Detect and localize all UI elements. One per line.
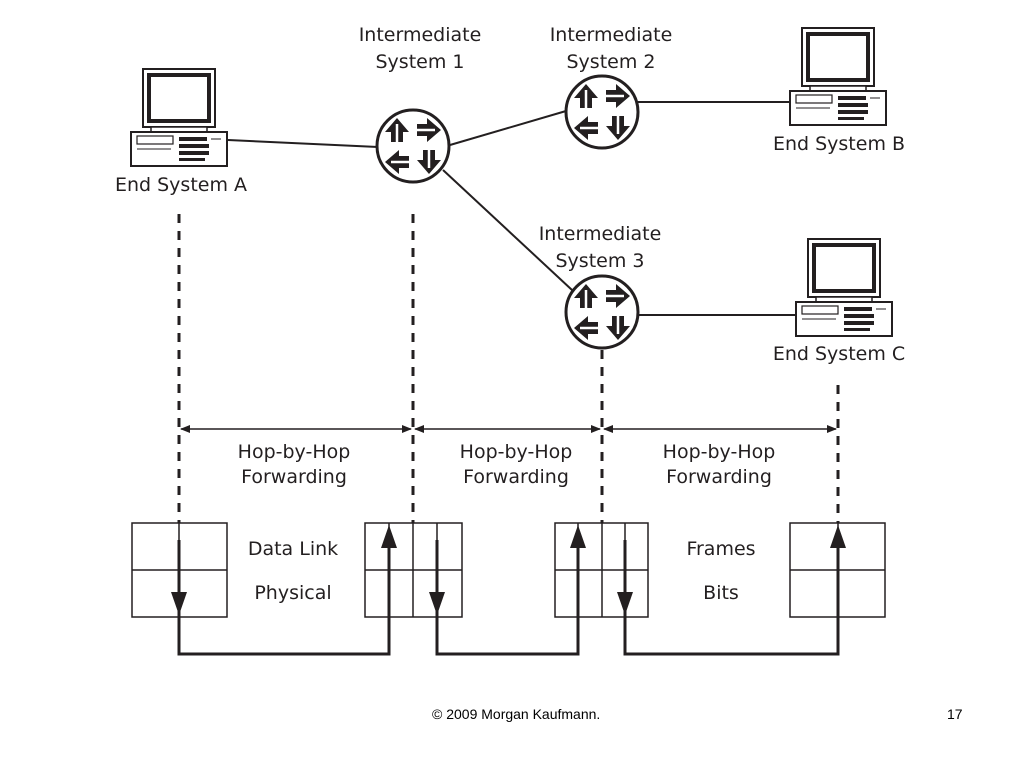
computer-icon — [129, 67, 229, 168]
link-is1-to-is3 — [442, 169, 573, 291]
network-links — [227, 101, 798, 316]
dashed-drop-lines — [177, 214, 840, 525]
arrow-down-icon — [617, 592, 633, 615]
intermediate-2-label-line2: System 2 — [567, 51, 656, 73]
data-path-arrowheads — [171, 525, 846, 615]
computer-icon — [788, 26, 888, 127]
router-icon — [564, 74, 640, 150]
stack-intermediate-3 — [554, 522, 649, 618]
arrow-up-icon — [570, 525, 586, 548]
hop-1-label-line2: Forwarding — [241, 466, 347, 488]
end-system-c-label: End System C — [773, 343, 905, 365]
hop-3-label-line2: Forwarding — [666, 466, 772, 488]
arrow-down-icon — [429, 592, 445, 615]
router-icon — [375, 108, 451, 184]
hop-3-label-line1: Hop-by-Hop — [663, 441, 776, 463]
end-system-a-label: End System A — [115, 174, 247, 196]
hop-2-label-line1: Hop-by-Hop — [460, 441, 573, 463]
computer-icon — [794, 237, 894, 338]
layer-lower-unit-label: Bits — [703, 582, 739, 604]
protocol-stacks — [131, 522, 886, 618]
hop-1-label-line1: Hop-by-Hop — [238, 441, 351, 463]
router-icon — [564, 274, 640, 350]
copyright-notice: © 2009 Morgan Kaufmann. — [432, 706, 601, 722]
arrow-down-icon — [171, 592, 187, 615]
hop-2-label-line2: Forwarding — [463, 466, 569, 488]
layer-upper-label: Data Link — [248, 538, 338, 560]
link-is1-to-is2 — [449, 110, 567, 146]
arrow-up-icon — [381, 525, 397, 548]
intermediate-1-label-line1: Intermediate — [359, 24, 482, 46]
intermediate-3-label-line1: Intermediate — [539, 223, 662, 245]
layer-upper-unit-label: Frames — [686, 538, 755, 560]
intermediate-1-label-line2: System 1 — [376, 51, 465, 73]
link-a-to-is1 — [227, 139, 379, 148]
end-system-b-label: End System B — [773, 133, 905, 155]
page-number: 17 — [947, 706, 963, 722]
layer-lower-label: Physical — [254, 582, 331, 604]
intermediate-2-label-line1: Intermediate — [550, 24, 673, 46]
arrow-up-icon — [830, 525, 846, 548]
stack-intermediate-1 — [364, 522, 463, 618]
intermediate-3-label-line2: System 3 — [556, 250, 645, 272]
